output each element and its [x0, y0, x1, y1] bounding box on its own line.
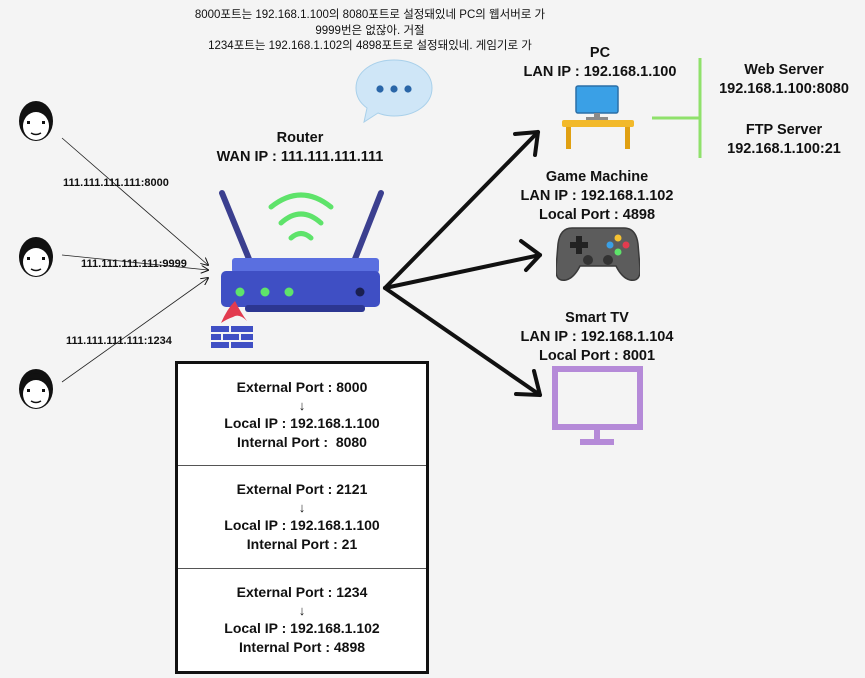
user1-label: 111.111.111.111:8000 — [63, 177, 169, 189]
wifi-icon — [268, 192, 334, 241]
person-icon — [19, 101, 53, 141]
user1-line — [61, 137, 208, 265]
arrow-to-game — [383, 253, 542, 290]
external-port: External Port : 2121 — [236, 480, 368, 497]
tv-port: Local Port : 8001 — [538, 348, 656, 364]
port-forwarding-table: External Port : 8000 ↓ Local IP : 192.16… — [175, 361, 429, 674]
internal-port: Internal Port : 4898 — [238, 638, 366, 655]
pc-label: PC LAN IP : 192.168.1.100 — [500, 44, 700, 82]
firewall-icon — [211, 301, 253, 348]
user2-line — [61, 254, 208, 270]
arrow-to-tv — [383, 286, 542, 397]
table-row: External Port : 8000 ↓ Local IP : 192.16… — [178, 364, 426, 467]
person-icon — [19, 237, 53, 277]
down-arrow-icon: ↓ — [298, 499, 306, 515]
external-port: External Port : 1234 — [236, 583, 368, 600]
monitor-icon — [552, 366, 643, 445]
web-server-label: Web Server 192.168.1.100:8080 — [700, 61, 865, 99]
router-label: Router WAN IP : 111.111.111.111 — [200, 129, 400, 167]
ftp-server-title: FTP Server — [745, 122, 823, 138]
local-ip: Local IP : 192.168.1.100 — [224, 516, 380, 533]
table-row: External Port : 1234 ↓ Local IP : 192.16… — [178, 569, 426, 671]
router-title: Router — [276, 130, 324, 146]
web-server-addr: 192.168.1.100:8080 — [719, 81, 849, 97]
web-server-title: Web Server — [744, 62, 824, 78]
speech-bubble-icon — [355, 59, 433, 124]
table-row: External Port : 2121 ↓ Local IP : 192.16… — [178, 466, 426, 569]
local-ip: Local IP : 192.168.1.100 — [224, 414, 380, 431]
pc-title: PC — [589, 45, 611, 61]
game-title: Game Machine — [545, 169, 649, 185]
person-icon — [19, 369, 53, 409]
computer-desk-icon — [562, 85, 634, 149]
pc-lan-ip: LAN IP : 192.168.1.100 — [523, 64, 677, 80]
game-port: Local Port : 4898 — [538, 207, 656, 223]
ftp-server-addr: 192.168.1.100:21 — [727, 141, 841, 157]
user3-line — [61, 278, 208, 383]
router-icon — [211, 190, 384, 348]
game-machine-label: Game Machine LAN IP : 192.168.1.102 Loca… — [497, 168, 697, 225]
game-lan-ip: LAN IP : 192.168.1.102 — [520, 188, 674, 204]
local-ip: Local IP : 192.168.1.102 — [224, 619, 380, 636]
router-wan-ip: WAN IP : 111.111.111.111 — [216, 149, 384, 165]
note-line-2: 9999번은 없잖아. 거절 — [315, 24, 425, 37]
external-port: External Port : 8000 — [236, 378, 368, 395]
ftp-server-label: FTP Server 192.168.1.100:21 — [700, 121, 865, 159]
arrow-to-pc — [383, 130, 540, 290]
smart-tv-label: Smart TV LAN IP : 192.168.1.104 Local Po… — [497, 309, 697, 366]
user2-label: 111.111.111.111:9999 — [81, 258, 187, 270]
note-line-1: 8000포트는 192.168.1.100의 8080포트로 설정돼있네 PC의… — [194, 9, 546, 21]
note-line-3: 1234포트는 192.168.1.102의 4898포트로 설정돼있네. 게임… — [208, 40, 532, 52]
router-thought-note: 8000포트는 192.168.1.100의 8080포트로 설정돼있네 PC의… — [150, 8, 590, 55]
down-arrow-icon: ↓ — [298, 397, 306, 413]
gamepad-icon — [556, 227, 640, 281]
tv-title: Smart TV — [565, 310, 629, 326]
tv-lan-ip: LAN IP : 192.168.1.104 — [520, 329, 674, 345]
internal-port: Internal Port : 21 — [246, 535, 358, 552]
user3-label: 111.111.111.111:1234 — [66, 335, 172, 347]
internal-port: Internal Port : 8080 — [237, 433, 367, 450]
down-arrow-icon: ↓ — [298, 602, 306, 618]
